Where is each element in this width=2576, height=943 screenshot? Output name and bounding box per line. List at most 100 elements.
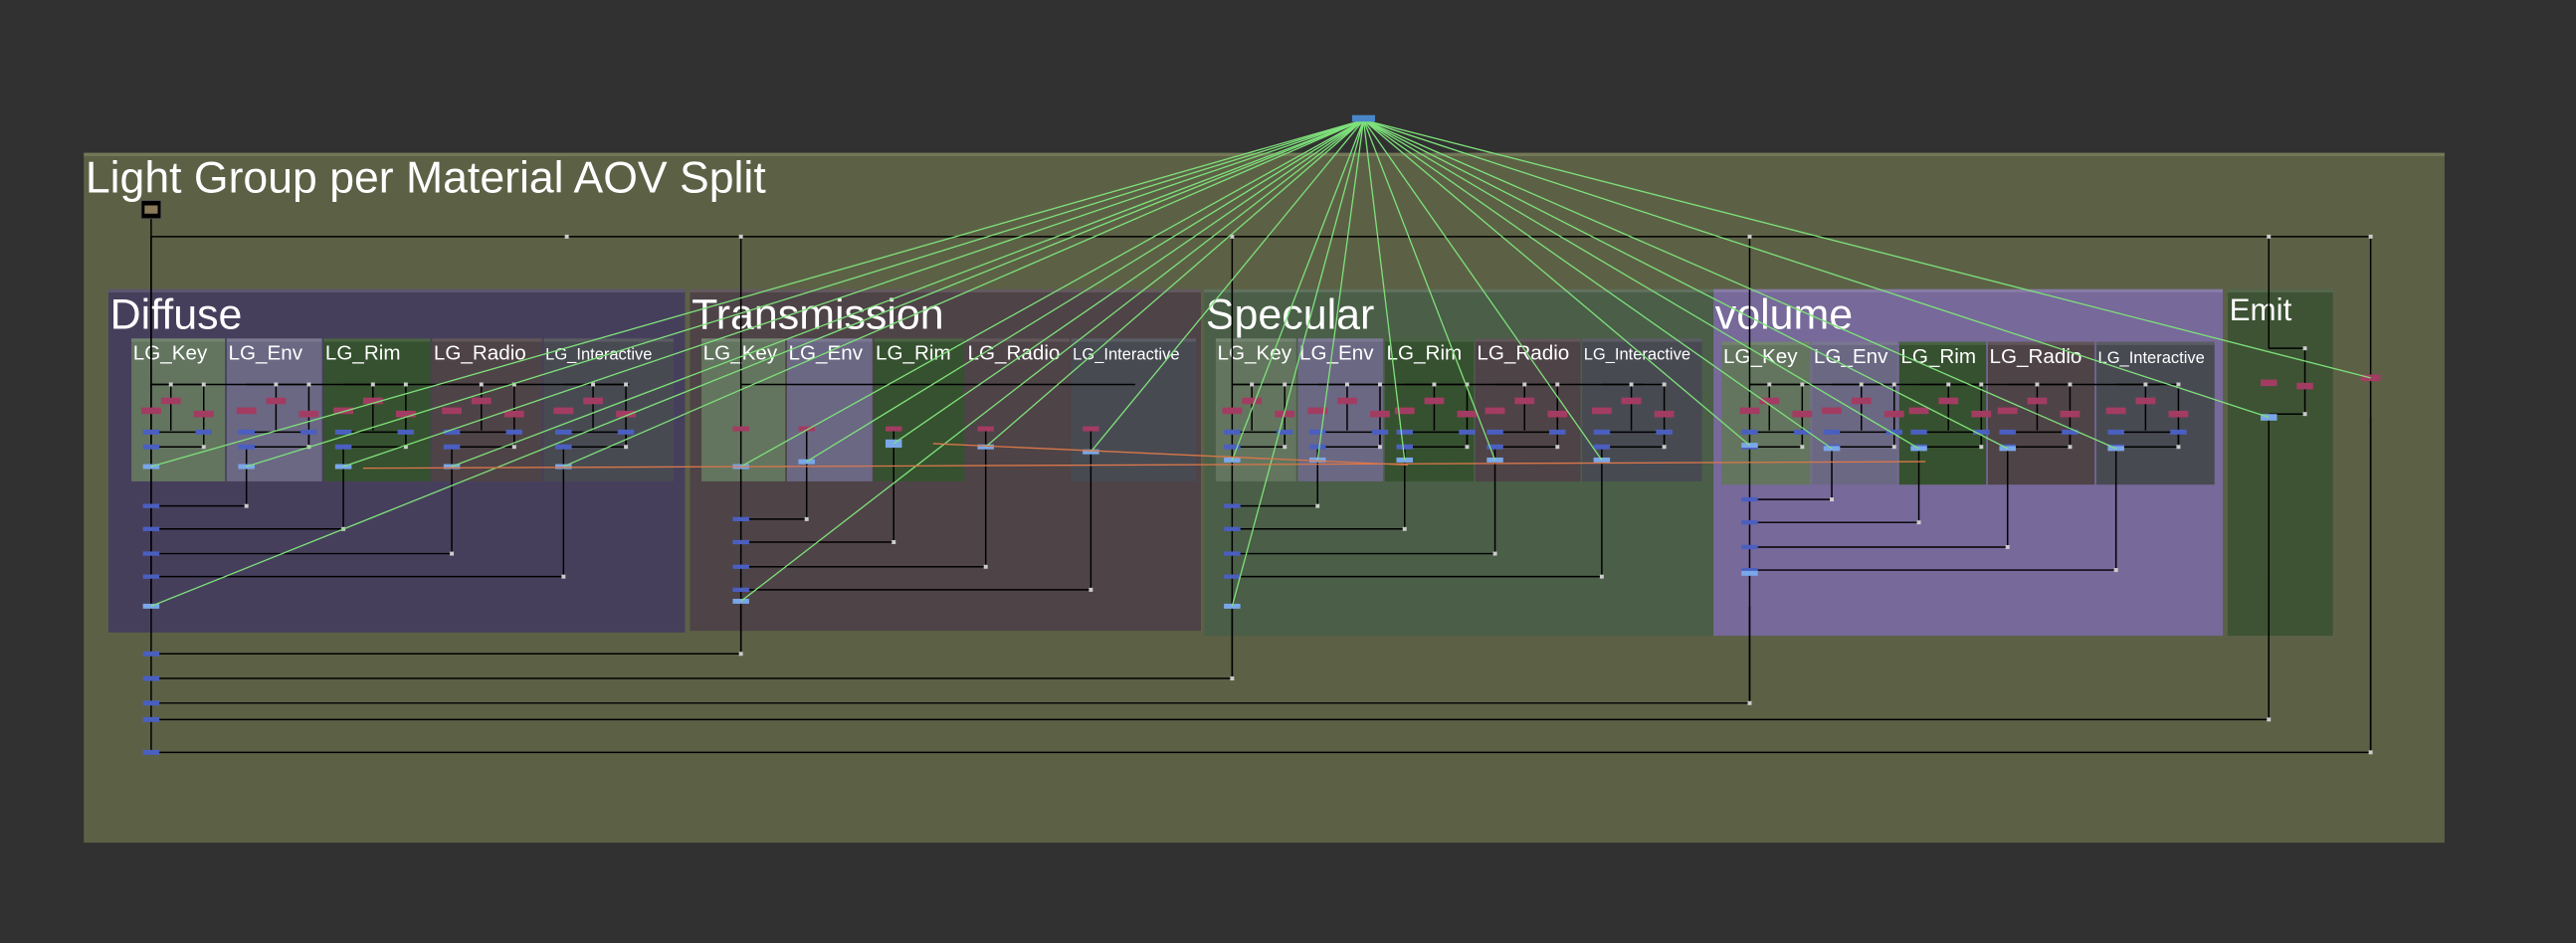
shuffle-node[interactable]: [1591, 407, 1612, 415]
shuffle-node[interactable]: [471, 397, 492, 405]
shuffle-node[interactable]: [298, 410, 319, 418]
shuffle-node[interactable]: [1997, 407, 2018, 415]
dot-node[interactable]: [168, 382, 173, 387]
dot-node[interactable]: [1629, 382, 1634, 387]
merge-node[interactable]: [334, 444, 352, 450]
merge-node[interactable]: [1224, 429, 1241, 435]
merge-node[interactable]: [1396, 444, 1413, 450]
merge-node[interactable]: [443, 429, 461, 435]
shuffle-node[interactable]: [1394, 407, 1415, 415]
dot-node[interactable]: [274, 382, 279, 387]
dot-node[interactable]: [1979, 445, 1984, 450]
shuffle-node[interactable]: [553, 407, 574, 415]
merge-node[interactable]: [732, 564, 749, 569]
dot-node[interactable]: [2302, 412, 2307, 417]
dot-node[interactable]: [1979, 382, 1984, 387]
shuffle-node[interactable]: [1792, 410, 1813, 418]
merge-node[interactable]: [732, 539, 749, 545]
shuffle-node[interactable]: [1337, 397, 1357, 405]
merge-node[interactable]: [732, 587, 749, 593]
dot-node[interactable]: [2143, 382, 2148, 387]
dot-node[interactable]: [1283, 382, 1288, 387]
dot-node[interactable]: [1250, 382, 1255, 387]
dot-node[interactable]: [1662, 382, 1667, 387]
dot-node[interactable]: [591, 382, 596, 387]
merge-node[interactable]: [195, 429, 212, 435]
merge-node[interactable]: [238, 444, 255, 450]
shuffle-node[interactable]: [1908, 407, 1929, 415]
light-group-lg-rim[interactable]: LG_Rim: [874, 338, 965, 481]
shuffle-node[interactable]: [236, 407, 257, 415]
group-output-node[interactable]: [142, 603, 160, 609]
merge-node[interactable]: [142, 574, 160, 579]
shuffle-node[interactable]: [2360, 374, 2381, 382]
dot-node[interactable]: [1555, 445, 1560, 450]
dot-node[interactable]: [2005, 544, 2010, 549]
merge-node[interactable]: [732, 516, 749, 522]
source-expression-node[interactable]: [1351, 114, 1376, 122]
shuffle-node[interactable]: [160, 397, 181, 405]
dot-node[interactable]: [1891, 445, 1896, 450]
merge-node[interactable]: [1224, 574, 1241, 579]
dot-node[interactable]: [1432, 382, 1437, 387]
dot-node[interactable]: [1089, 587, 1093, 592]
merge-node[interactable]: [1308, 444, 1326, 450]
shuffle-node[interactable]: [1759, 397, 1780, 405]
merge-node[interactable]: [1885, 429, 1903, 435]
merge-node[interactable]: [142, 526, 160, 531]
dot-node[interactable]: [1315, 503, 1320, 508]
merge-node[interactable]: [142, 444, 160, 450]
dot-node[interactable]: [1344, 382, 1349, 387]
shuffle-node[interactable]: [1370, 410, 1390, 418]
merge-node[interactable]: [334, 429, 352, 435]
merge-node[interactable]: [300, 429, 317, 435]
merge-node[interactable]: [1224, 444, 1241, 450]
merge-node[interactable]: [142, 551, 160, 556]
dot-node[interactable]: [511, 445, 516, 450]
merge-node[interactable]: [142, 503, 160, 508]
merge-node[interactable]: [1741, 567, 1758, 573]
dot-node[interactable]: [479, 382, 484, 387]
merge-node[interactable]: [142, 675, 160, 681]
dot-node[interactable]: [370, 382, 375, 387]
merge-node[interactable]: [1486, 429, 1503, 435]
dot-node[interactable]: [201, 445, 206, 450]
dot-node[interactable]: [1946, 382, 1951, 387]
shuffle-node[interactable]: [1307, 407, 1328, 415]
merge-node[interactable]: [142, 429, 160, 435]
merge-node[interactable]: [1823, 429, 1841, 435]
dot-node[interactable]: [201, 382, 206, 387]
shuffle-node[interactable]: [1457, 410, 1478, 418]
group-output-node[interactable]: [1224, 603, 1241, 609]
dot-node[interactable]: [624, 382, 629, 387]
shuffle-node[interactable]: [1883, 410, 1904, 418]
dot-node[interactable]: [804, 516, 809, 521]
merge-node[interactable]: [2107, 429, 2124, 435]
merge-node[interactable]: [1224, 503, 1241, 508]
shuffle-node[interactable]: [798, 426, 815, 432]
merge-node[interactable]: [1656, 429, 1673, 435]
shuffle-node[interactable]: [1822, 407, 1842, 415]
shuffle-node[interactable]: [2260, 379, 2278, 387]
merge-node[interactable]: [1741, 496, 1758, 502]
light-group-backdrop[interactable]: [1071, 338, 1197, 481]
shuffle-node[interactable]: [616, 410, 636, 418]
shuffle-node[interactable]: [1485, 407, 1505, 415]
shuffle-node[interactable]: [1424, 397, 1445, 405]
light-group-lg-key[interactable]: LG_Key: [701, 338, 786, 481]
merge-node[interactable]: [617, 429, 635, 435]
light-group-lg-key[interactable]: LG_Key: [1721, 341, 1811, 485]
light-group-lg-env[interactable]: LG_Env: [786, 338, 873, 481]
dot-node[interactable]: [564, 234, 569, 239]
dot-node[interactable]: [2176, 445, 2181, 450]
dot-node[interactable]: [2068, 382, 2073, 387]
merge-node[interactable]: [142, 716, 160, 722]
shuffle-node[interactable]: [885, 426, 902, 432]
merge-node[interactable]: [1741, 429, 1758, 435]
read-node[interactable]: [140, 200, 162, 220]
light-group-lg-interactive[interactable]: LG_Interactive: [1071, 338, 1197, 481]
shuffle-node[interactable]: [1083, 426, 1099, 432]
light-group-backdrop[interactable]: [874, 338, 965, 481]
shuffle-node[interactable]: [2027, 397, 2048, 405]
